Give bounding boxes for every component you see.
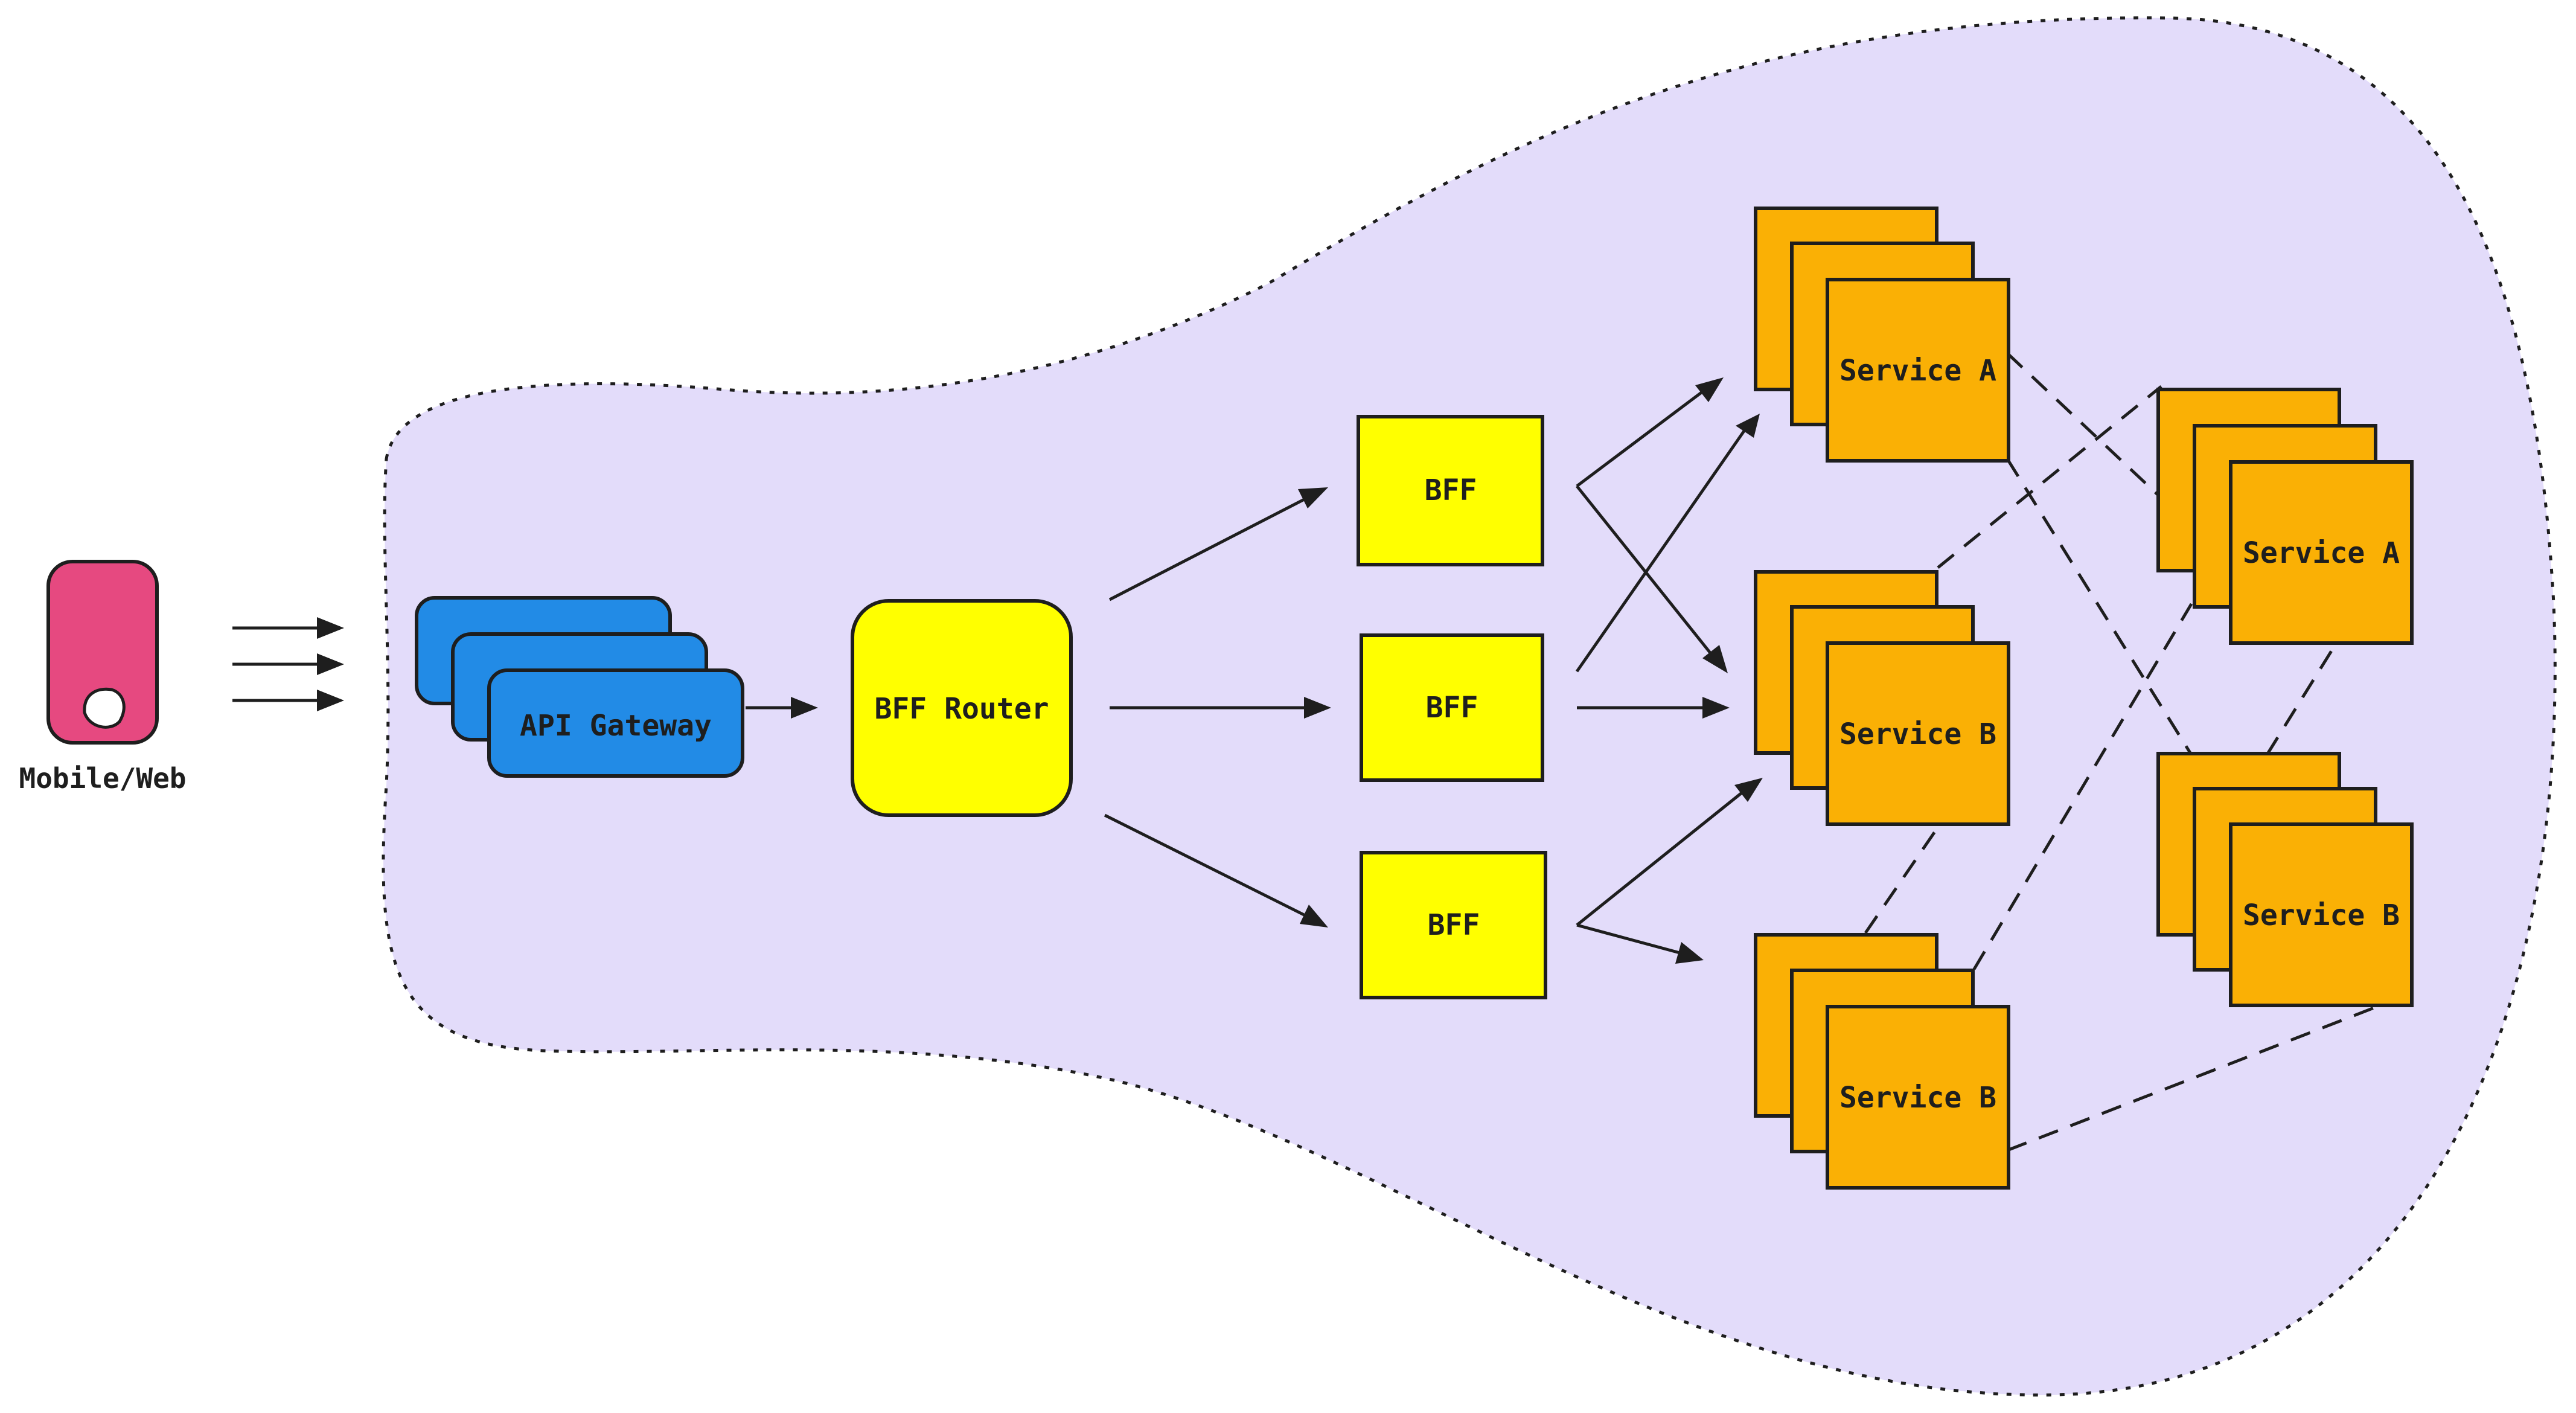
service-b-label-3: Service B xyxy=(2243,899,2400,932)
bff-to-service-arrows xyxy=(1575,377,1763,964)
service-a-stack-2: Service A xyxy=(2156,388,2414,645)
api-gateway-stack: API Gateway xyxy=(415,596,744,778)
service-connections xyxy=(1864,352,2376,1152)
bff-router: BFF Router xyxy=(851,599,1073,817)
router-to-bff-arrows xyxy=(1104,487,1331,928)
service-b-stack-2: Service B xyxy=(1754,933,2010,1190)
bff-label-top: BFF xyxy=(1425,473,1477,507)
bff-node-top: BFF xyxy=(1357,415,1544,566)
gateway-to-router-arrow xyxy=(746,697,818,719)
service-b-node-1 xyxy=(1826,641,2010,826)
bff-router-label: BFF Router xyxy=(875,692,1049,726)
api-gateway-node xyxy=(487,668,744,778)
client-label: Mobile/Web xyxy=(19,762,187,795)
service-b-stack-1: Service B xyxy=(1754,570,2010,826)
bff-node-middle: BFF xyxy=(1360,633,1544,782)
api-gateway-label: API Gateway xyxy=(520,709,712,743)
bff-router-node xyxy=(851,599,1073,817)
service-a-label-2: Service A xyxy=(2243,536,2400,570)
bff-label-middle: BFF xyxy=(1426,691,1478,725)
service-b-stack-3: Service B xyxy=(2156,752,2414,1007)
client-device: Mobile/Web xyxy=(19,560,187,795)
incoming-arrows xyxy=(232,617,344,711)
service-a-label-1: Service A xyxy=(1839,354,1996,388)
service-b-node-2 xyxy=(1826,1005,2010,1190)
service-a-node-1 xyxy=(1826,278,2010,463)
service-b-node-3 xyxy=(2229,822,2414,1007)
service-b-label-1: Service B xyxy=(1839,717,1996,751)
service-a-stack-1: Service A xyxy=(1754,207,2010,463)
service-a-node-2 xyxy=(2229,460,2414,645)
phone-home-button-icon xyxy=(83,687,126,729)
bff-label-bottom: BFF xyxy=(1428,908,1480,942)
bff-node-bottom: BFF xyxy=(1360,851,1547,999)
service-b-label-2: Service B xyxy=(1839,1081,1996,1115)
phone-icon xyxy=(46,560,159,745)
